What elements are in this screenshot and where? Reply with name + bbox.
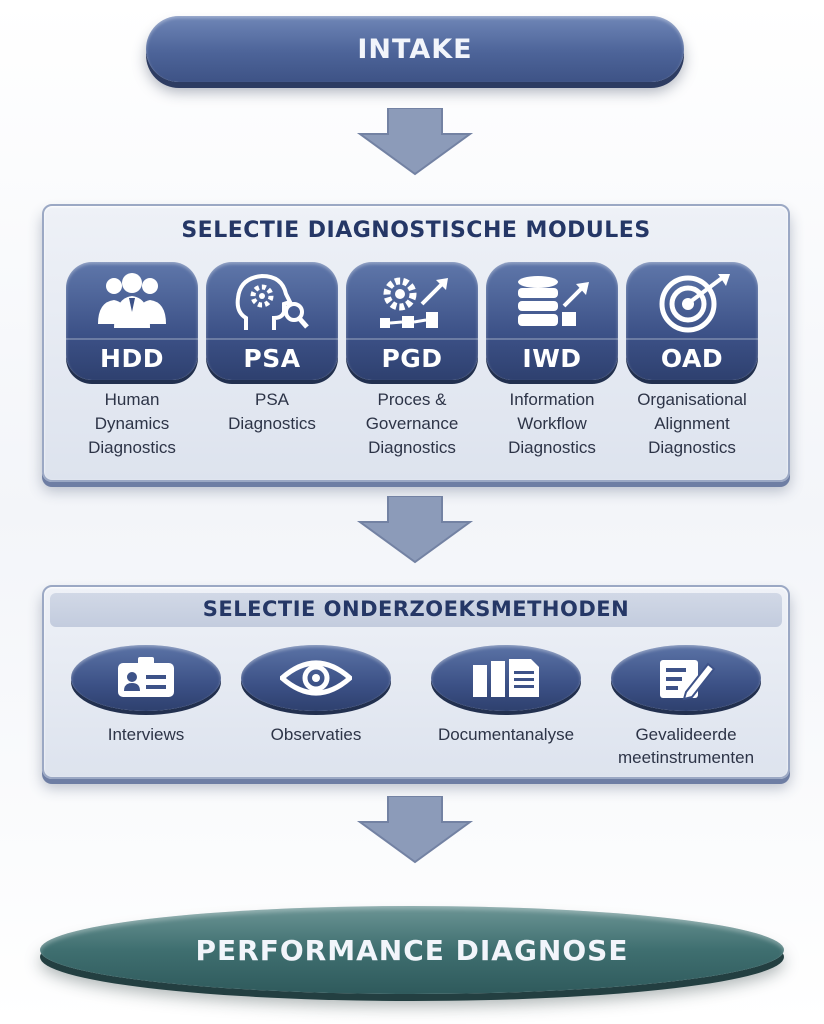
- module-code: PSA: [206, 338, 338, 376]
- label-line: Diagnostics: [88, 438, 176, 457]
- module-label: Organisational Alignment Diagnostics: [626, 388, 758, 460]
- module-oad: OAD Organisational Alignment Diagnostics: [626, 262, 758, 460]
- method-label: Observaties: [236, 723, 396, 746]
- method-label: Interviews: [66, 723, 226, 746]
- method-observaties: Observaties: [236, 645, 396, 746]
- label-line: Governance: [365, 414, 459, 433]
- intake-step: INTAKE: [146, 16, 684, 82]
- method-oval: [611, 645, 761, 711]
- down-arrow-icon: [356, 496, 474, 564]
- database-flow-icon: [518, 276, 589, 326]
- label-line: Diagnostics: [228, 414, 316, 433]
- performance-diagnose-step: PERFORMANCE DIAGNOSE: [40, 906, 784, 994]
- title-band: [50, 593, 782, 627]
- label-line: Dynamics: [94, 414, 170, 433]
- module-badge: PGD: [346, 262, 478, 380]
- method-gevalideerde-meetinstrumenten: Gevalideerde meetinstrumenten: [596, 645, 776, 769]
- label-line: Diagnostics: [508, 438, 596, 457]
- module-code: HDD: [66, 338, 198, 376]
- label-line: Workflow: [517, 414, 587, 433]
- checklist-pen-icon: [660, 660, 716, 700]
- module-hdd: HDD Human Dynamics Diagnostics: [66, 262, 198, 460]
- methods-panel-title: SELECTIE ONDERZOEKSMETHODEN: [202, 597, 630, 621]
- modules-panel-title: SELECTIE DIAGNOSTISCHE MODULES: [181, 218, 651, 243]
- method-oval: [241, 645, 391, 711]
- module-badge: PSA: [206, 262, 338, 380]
- method-label: Gevalideerde meetinstrumenten: [596, 723, 776, 769]
- label-line: Interviews: [107, 725, 185, 744]
- final-label: PERFORMANCE DIAGNOSE: [195, 933, 629, 967]
- label-line: Gevalideerde: [635, 725, 737, 744]
- documents-icon: [473, 659, 539, 697]
- target-arrow-icon: [659, 274, 730, 333]
- module-badge: OAD: [626, 262, 758, 380]
- down-arrow-icon: [356, 108, 474, 176]
- label-line: Observaties: [270, 725, 362, 744]
- label-line: Organisational: [637, 390, 747, 409]
- method-oval: [431, 645, 581, 711]
- module-psa: PSA PSA Diagnostics: [206, 262, 338, 436]
- label-line: Human: [104, 390, 160, 409]
- intake-label: INTAKE: [357, 33, 473, 65]
- down-arrow-icon: [356, 796, 474, 864]
- module-code: OAD: [626, 338, 758, 376]
- label-line: Diagnostics: [648, 438, 736, 457]
- label-line: Diagnostics: [368, 438, 456, 457]
- method-label: Documentanalyse: [416, 723, 596, 746]
- module-label: PSA Diagnostics: [206, 388, 338, 436]
- process-gear-icon: [380, 277, 448, 328]
- head-gears-icon: [235, 273, 309, 330]
- label-line: Information: [509, 390, 595, 409]
- label-line: meetinstrumenten: [617, 748, 755, 767]
- label-line: Alignment: [654, 414, 730, 433]
- module-badge: HDD: [66, 262, 198, 380]
- method-documentanalyse: Documentanalyse: [416, 645, 596, 746]
- diagnostic-modules-panel: SELECTIE DIAGNOSTISCHE MODULES HDD Human…: [42, 204, 790, 482]
- method-oval: [71, 645, 221, 711]
- research-methods-panel: SELECTIE ONDERZOEKSMETHODEN Interviews: [42, 585, 790, 779]
- label-line: PSA: [254, 390, 290, 409]
- module-badge: IWD: [486, 262, 618, 380]
- label-line: Documentanalyse: [437, 725, 575, 744]
- id-card-icon: [118, 657, 174, 697]
- module-code: PGD: [346, 338, 478, 376]
- module-iwd: IWD Information Workflow Diagnostics: [486, 262, 618, 460]
- label-line: Proces &: [377, 390, 447, 409]
- module-label: Human Dynamics Diagnostics: [66, 388, 198, 460]
- module-label: Information Workflow Diagnostics: [486, 388, 618, 460]
- people-group-icon: [98, 273, 166, 328]
- module-code: IWD: [486, 338, 618, 376]
- module-label: Proces & Governance Diagnostics: [346, 388, 478, 460]
- method-interviews: Interviews: [66, 645, 226, 746]
- module-pgd: PGD Proces & Governance Diagnostics: [346, 262, 478, 460]
- eye-icon: [280, 660, 352, 696]
